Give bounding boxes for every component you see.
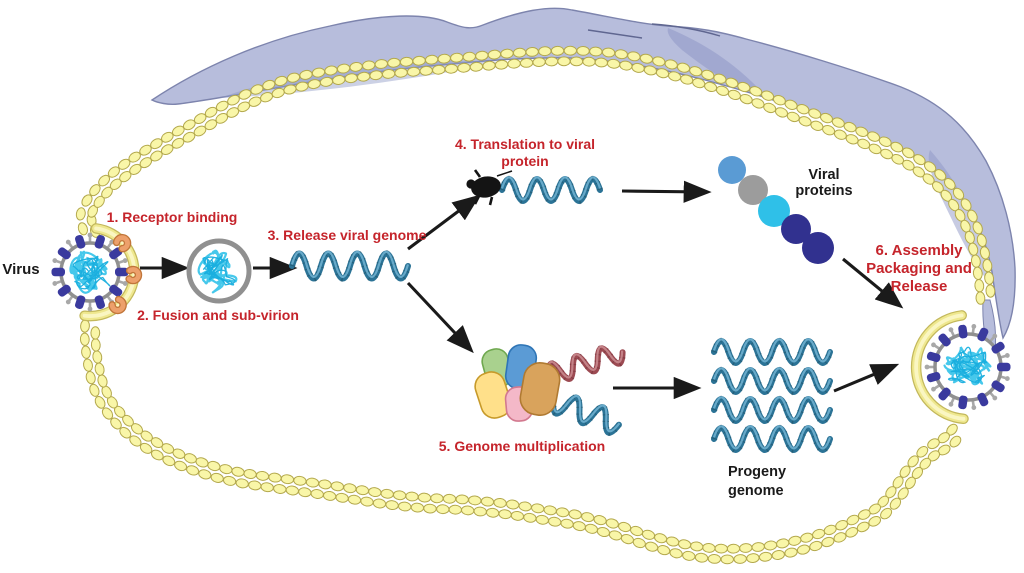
polymerase-subunit xyxy=(519,362,561,416)
polymerase-complex xyxy=(474,344,561,422)
polymerase-subunit xyxy=(474,371,512,419)
process-arrows xyxy=(140,180,904,400)
virus-spike xyxy=(977,392,989,407)
virus-spike xyxy=(938,387,951,401)
virus-spike xyxy=(997,362,1011,372)
virus-spike xyxy=(115,267,129,277)
receptor-icon xyxy=(125,265,143,285)
receptor-icon xyxy=(112,233,132,253)
virus-spike xyxy=(57,284,71,297)
arrow-release-to-translation xyxy=(407,194,481,251)
virus-spike xyxy=(958,324,968,339)
membrane-bead-chain-bottom xyxy=(79,319,962,565)
virus-spike xyxy=(991,380,1005,393)
progeny-genome-helix xyxy=(710,424,834,454)
exiting-virus xyxy=(924,324,1011,410)
virus-spike xyxy=(57,247,71,260)
membrane-bead-chain-top xyxy=(75,45,996,305)
cell-receptors xyxy=(108,233,143,315)
receptor-icon xyxy=(108,295,127,315)
exit-membrane-crescent xyxy=(910,310,969,425)
sub-virion-particle xyxy=(186,238,252,304)
virus-spike xyxy=(926,371,941,383)
arrow-release-to-multiplication xyxy=(406,281,474,354)
viral-protein-circle xyxy=(738,175,768,205)
virus-spike xyxy=(94,234,106,249)
virus-spike xyxy=(991,341,1005,354)
virus-spike xyxy=(938,333,951,347)
viral-protein-circle xyxy=(758,195,790,227)
virus-spike xyxy=(94,295,106,310)
translation-genome-helix xyxy=(498,175,604,205)
virus-spike xyxy=(51,267,65,277)
viral-protein-circle xyxy=(718,156,746,184)
virus-spike xyxy=(109,284,123,297)
entry-virus xyxy=(51,232,129,312)
virus-spike xyxy=(74,295,86,310)
virus-spike xyxy=(74,234,86,249)
template-strand-helix xyxy=(544,345,626,383)
arrow-translation-to-proteins xyxy=(621,180,712,203)
progeny-genome-helix xyxy=(710,337,834,367)
viral-protein-circle xyxy=(802,232,834,264)
viral-protein-beads xyxy=(718,156,834,264)
released-viral-genome-helix xyxy=(288,250,412,282)
arrow-proteins-to-assembly xyxy=(842,257,904,309)
ribosome-icon xyxy=(466,169,513,206)
virus-spike xyxy=(977,327,989,342)
arrow-progeny-to-assembly xyxy=(833,363,900,393)
viral-protein-circle xyxy=(781,214,811,244)
progeny-genome-helix xyxy=(710,366,834,396)
virus-spike xyxy=(926,351,941,363)
progeny-genome-helix xyxy=(710,395,834,425)
virus-spike xyxy=(958,395,968,410)
